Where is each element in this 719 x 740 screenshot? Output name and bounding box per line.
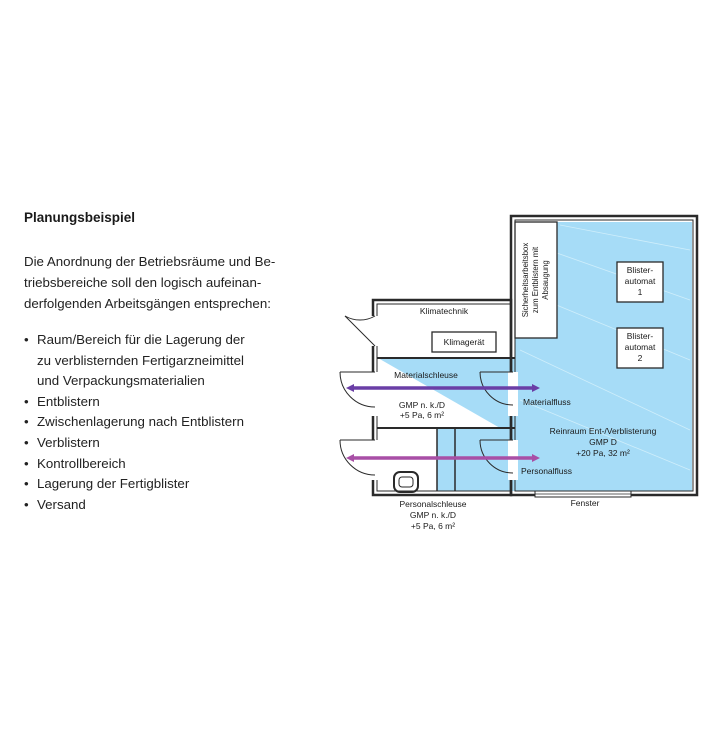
sicherheitsbox-label-line: Sicherheitsarbeitsbox [521,243,530,318]
personalschleuse-gmp: GMP n. k./D [410,510,456,520]
list-item-line: Entblistern [37,393,100,409]
blisterautomat-1-label: 1 [638,287,643,297]
personalfluss-label: Personalfluss [521,466,572,476]
personalschleuse-pressure: +5 Pa, 6 m² [411,521,455,531]
text-column: Planungsbeispiel Die Anordnung der Betri… [24,210,314,515]
reinraum-gmp: GMP D [589,437,617,447]
klimageraet-label: Klimagerät [444,337,485,347]
list-item-line: Lagerung der Fertigblister [37,476,190,492]
cleanroom-pressure-zone [378,358,515,428]
list-item-line: Kontrollbereich [37,455,126,471]
list-item-line: Versand [37,496,86,512]
blisterautomat-2 [616,327,664,369]
section-heading: Planungsbeispiel [24,210,136,225]
klimatechnik-label: Klimatechnik [420,306,469,316]
list-item: Zwischenlagerung nach Entblistern [24,412,314,433]
door-swings [339,315,514,476]
klimageraet-box [431,331,497,353]
list-item: Kontrollbereich [24,454,314,475]
fenster-label: Fenster [571,498,600,508]
washbasin-icon [393,471,419,493]
process-list: Raum/Bereich für die Lagerung der zu ver… [24,330,314,515]
list-item: Verblistern [24,433,314,454]
materialschleuse-gmp: GMP n. k./D [399,400,445,410]
materialschleuse-pressure: +5 Pa, 6 m² [400,410,444,420]
materialschleuse-title: Materialschleuse [394,370,458,380]
blisterautomat-2-label: Blister- [627,331,654,341]
list-item: Entblistern [24,392,314,413]
list-item: Lagerung der Fertigblister [24,474,314,495]
intro-line: Die Anordnung der Betriebsräume und Be- [24,254,276,269]
sicherheitsbox-label-line: zum Entblistern mit [531,246,540,313]
intro-paragraph: Die Anordnung der Betriebsräume und Be- … [24,251,314,314]
materialfluss-label: Materialfluss [523,397,571,407]
list-item-line: Zwischenlagerung nach Entblistern [37,414,244,430]
list-item-line: zu verblisternden Fertigarzneimittel [37,352,244,368]
intro-line: derfolgenden Arbeitsgängen entsprechen: [24,296,271,311]
blisterautomat-1 [616,261,664,303]
window [534,490,632,498]
list-item-line: Verblistern [37,434,100,450]
intro-line: triebsbereiche soll den logisch aufeinan… [24,275,262,290]
list-item: Raum/Bereich für die Lagerung der zu ver… [24,330,314,392]
reinraum-title: Reinraum Ent-/Verblisterung [550,426,657,436]
list-item-line: Raum/Bereich für die Lagerung der [37,332,245,347]
sicherheitsarbeitsbox [514,221,558,339]
list-item-line: und Verpackungsmaterialien [37,373,205,389]
list-item: Versand [24,495,314,516]
blisterautomat-1-label: Blister- [627,265,654,275]
blisterautomat-1-label: automat [625,276,656,286]
personalschleuse-title: Personalschleuse [399,499,466,509]
blisterautomat-2-label: automat [625,342,656,352]
reinraum-pressure: +20 Pa, 32 m² [576,448,630,458]
sicherheitsbox-label-line: Absaugung [541,260,550,299]
blisterautomat-2-label: 2 [638,353,643,363]
